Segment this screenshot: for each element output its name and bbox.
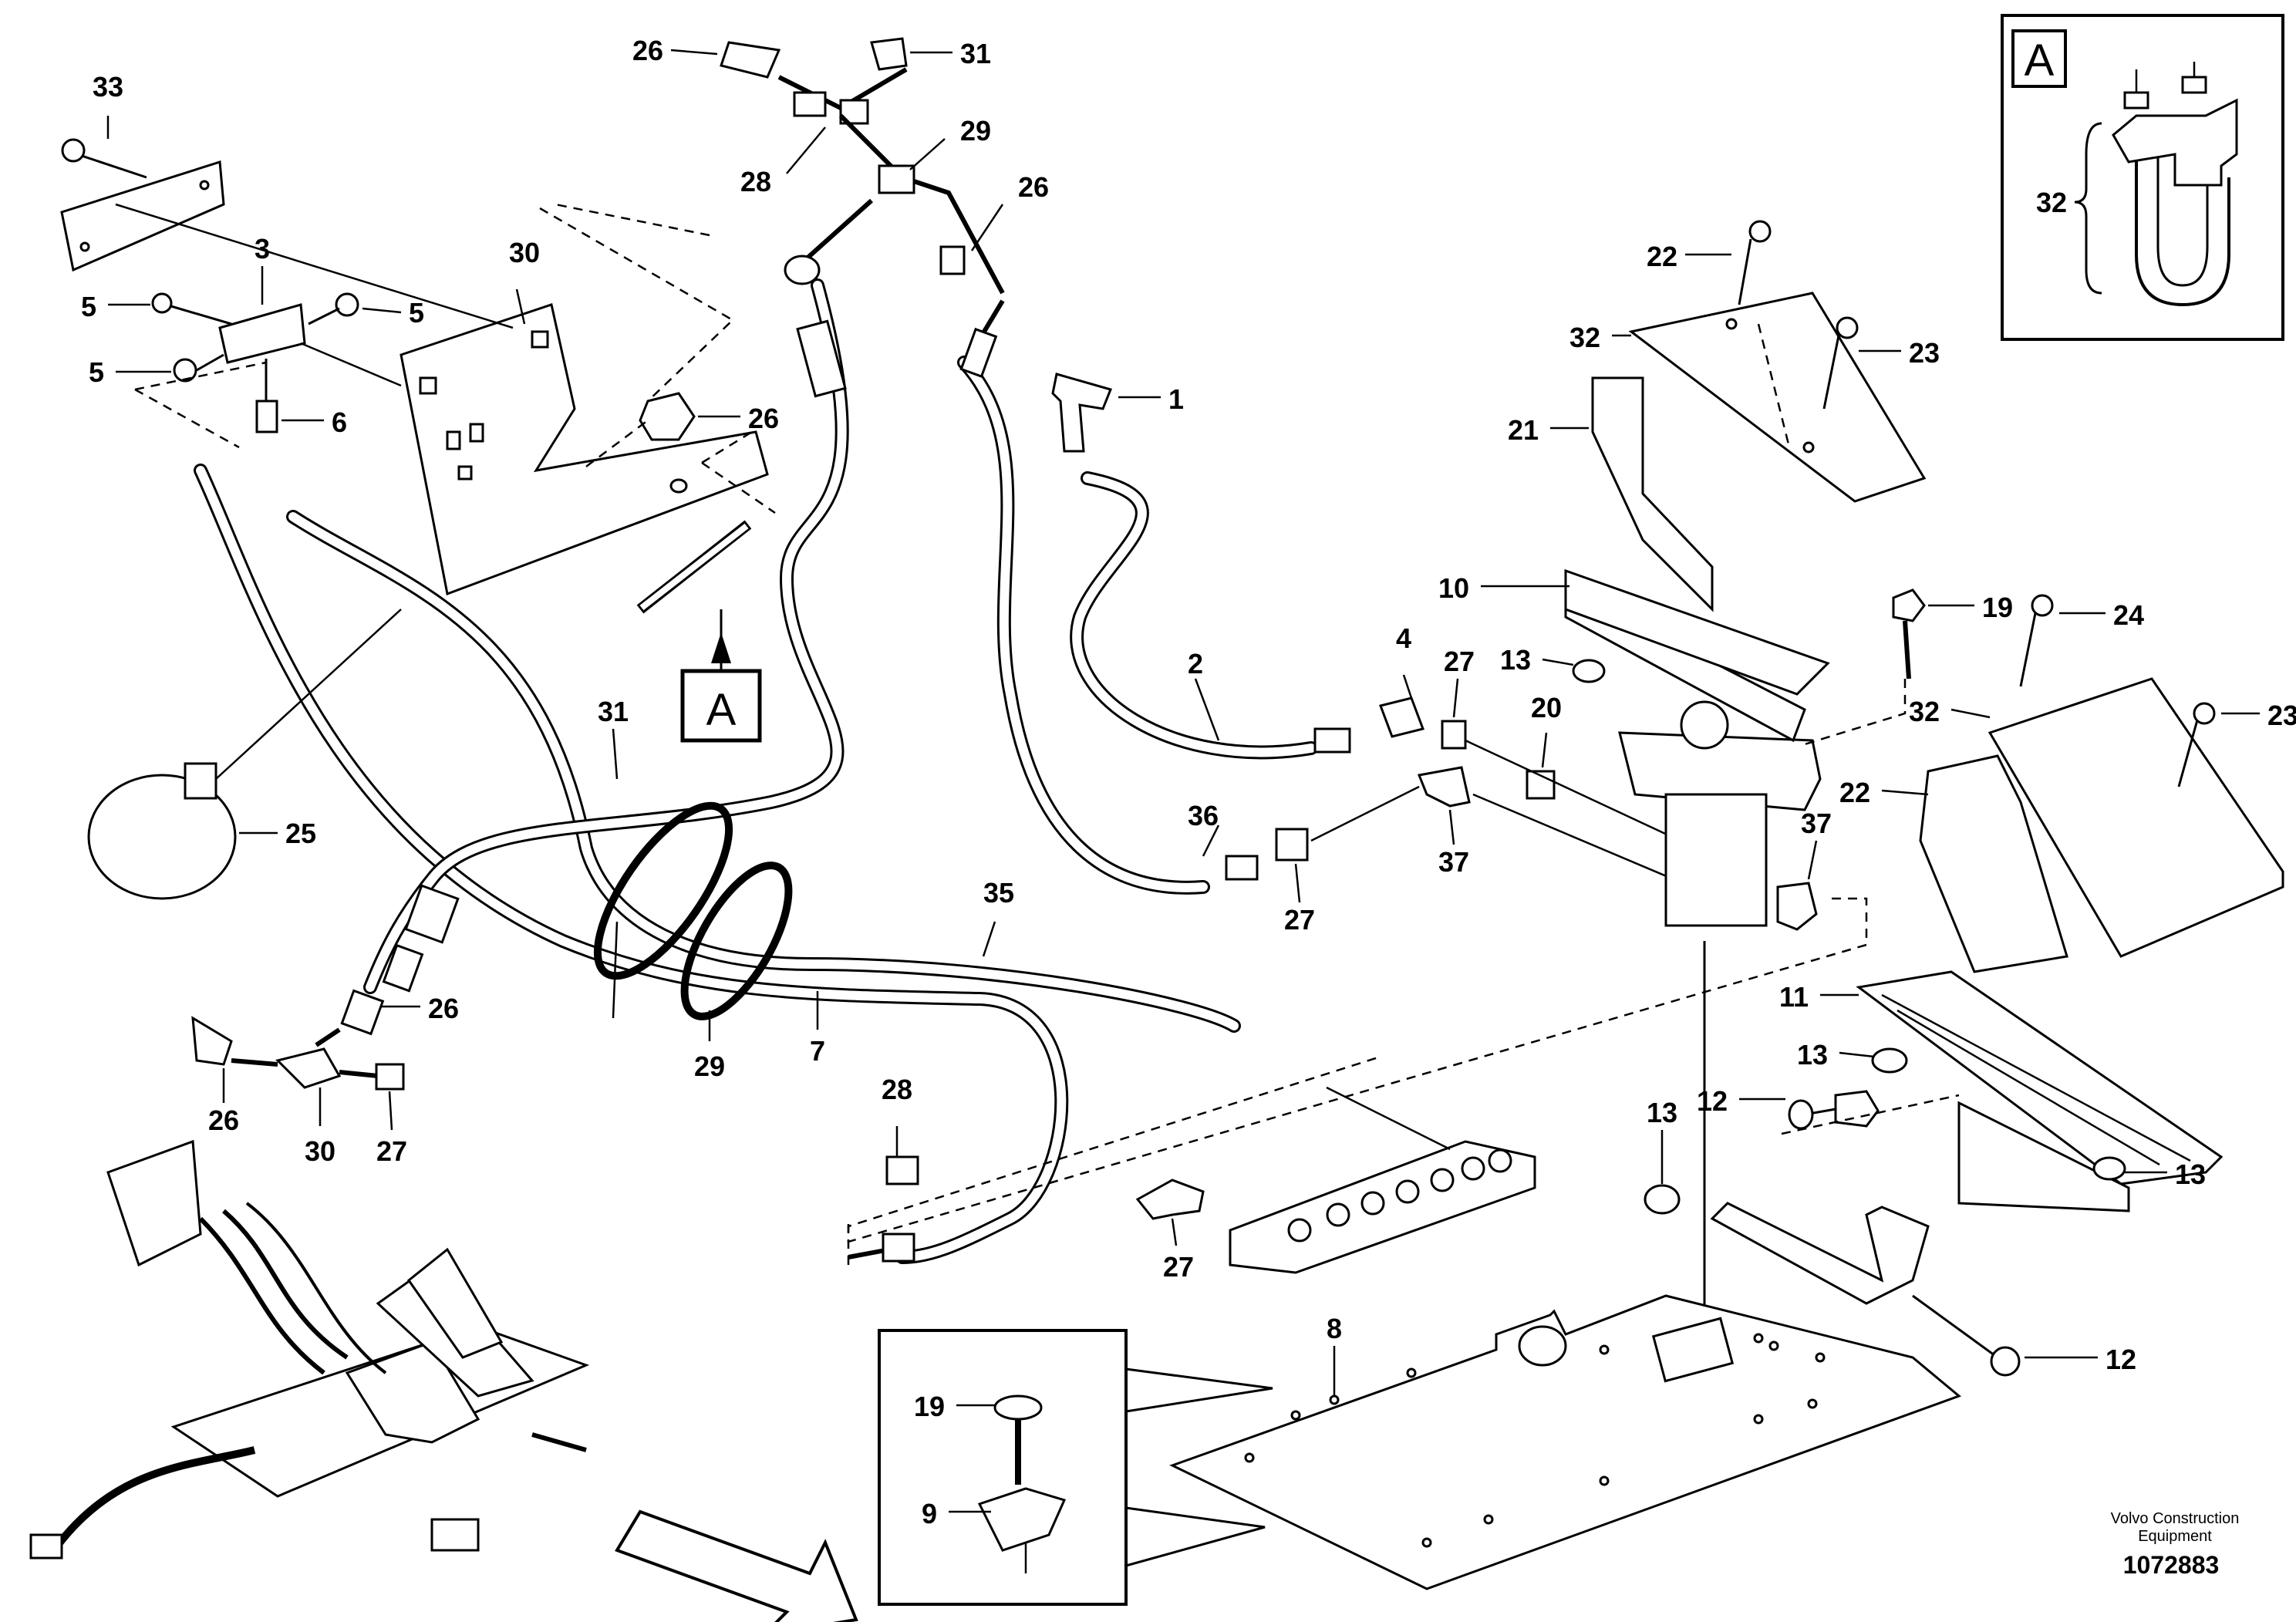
label-30: 31 (598, 696, 629, 727)
label-29: 30 (509, 237, 540, 268)
label-11: 11 (1779, 981, 1809, 1013)
lower-fittings: 26 26 30 27 31 35 7 29 28 (191, 696, 1381, 1265)
label-26-top: 26 (1018, 171, 1049, 203)
bracket-group: 33 30 3 5 5 5 6 (60, 71, 779, 743)
label-21: 25 (285, 818, 316, 849)
label-32-top: 32 (1569, 322, 1600, 353)
mid-fittings: 2 4 27 20 36 27 37 37 (847, 622, 1868, 1243)
label-17: 21 (1508, 414, 1539, 446)
label-19-a: 22 (1647, 241, 1677, 272)
label-27-top: 28 (740, 166, 771, 197)
label-24-top: 26 (632, 35, 663, 66)
label-6: 5 (81, 291, 96, 322)
label-13-mid: 13 (1797, 1039, 1828, 1071)
floor-plate: 8 19 9 (878, 1294, 1961, 1606)
drawing-number: 1072883 (2123, 1551, 2220, 1579)
label-26-bottom: 27 (376, 1135, 407, 1167)
label-23: 26 (428, 993, 459, 1024)
label-12-a: 12 (1697, 1085, 1728, 1117)
label-15: 19 (1982, 592, 2013, 623)
label-34: 32 (2036, 187, 2067, 218)
label-13-top: 13 (1500, 644, 1531, 676)
hoses: 25 (87, 278, 1318, 1264)
top-fittings: 26 31 28 29 26 1 (632, 35, 1184, 453)
label-27-mid: 29 (960, 115, 991, 147)
pedal-assembly: 10 13 21 32 22 23 19 24 (1438, 220, 2296, 1377)
label-19-c: 23 (2267, 700, 2296, 731)
label-28: 29 (694, 1050, 725, 1082)
label-18: 22 (1839, 777, 1870, 808)
label-3: 3 (255, 233, 270, 265)
label-32-low: 32 (1909, 696, 1940, 727)
label-26-left: 28 (882, 1074, 912, 1105)
label-22: 26 (748, 403, 779, 434)
label-37-left: 37 (1438, 846, 1469, 878)
label-14: 19 (914, 1391, 945, 1422)
label-5-c: 6 (332, 406, 347, 438)
label-19-b: 23 (1909, 337, 1940, 369)
credit-line-2: Equipment (2138, 1528, 2212, 1545)
label-8: 8 (1327, 1313, 1342, 1344)
credit-block: Volvo Construction Equipment 1072883 (2111, 1510, 2240, 1579)
label-4: 4 (1396, 622, 1411, 654)
valve-block: 27 (1135, 1086, 1536, 1283)
label-1: 1 (1168, 383, 1184, 415)
label-31: 31 (960, 38, 991, 69)
label-2: 2 (1188, 648, 1203, 679)
label-33: 33 (93, 71, 123, 103)
label-20: 24 (2113, 599, 2144, 631)
label-16: 20 (1531, 692, 1562, 723)
credit-line-1: Volvo Construction (2111, 1510, 2240, 1527)
label-25: 27 (1163, 1251, 1194, 1283)
label-36: 36 (1188, 800, 1219, 831)
label-9: 9 (922, 1498, 937, 1529)
label-24-bottom: 26 (208, 1104, 239, 1136)
label-13-right: 13 (2175, 1158, 2206, 1190)
label-5-b: 5 (89, 356, 104, 388)
label-13-low: 13 (1647, 1097, 1677, 1128)
label-10: 10 (1438, 572, 1469, 604)
overview-inset (29, 1139, 858, 1622)
label-26-mid: 27 (1444, 646, 1475, 677)
detail-box-a-label: A (2025, 35, 2055, 86)
detail-box-a: A 32 (2001, 14, 2284, 341)
label-37-right: 37 (1801, 808, 1832, 839)
label-26-low: 27 (1284, 904, 1315, 936)
label-35: 35 (983, 877, 1014, 909)
label-27-bottom: 30 (305, 1135, 335, 1167)
label-7: 7 (810, 1035, 825, 1067)
detail-marker-a: A (706, 685, 737, 735)
label-12-b: 12 (2106, 1344, 2136, 1375)
label-5-a: 5 (409, 297, 424, 329)
